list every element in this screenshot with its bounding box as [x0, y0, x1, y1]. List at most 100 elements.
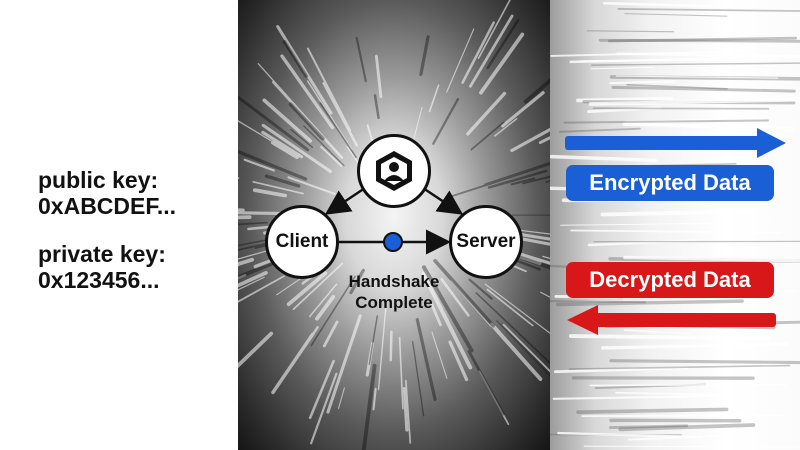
streak-line — [590, 66, 654, 70]
burst-ray — [484, 161, 550, 187]
burst-ray — [238, 276, 265, 291]
burst-ray — [389, 330, 393, 362]
burst-ray — [450, 279, 492, 327]
burst-ray — [467, 349, 505, 416]
burst-ray — [238, 275, 285, 303]
encrypted-arrow-shaft — [565, 136, 761, 150]
streak-line — [550, 154, 658, 163]
public-key-label: public key: — [38, 167, 159, 193]
streak-line — [579, 58, 777, 63]
burst-ray — [468, 14, 514, 88]
burst-ray — [415, 318, 437, 402]
streak-line — [611, 85, 796, 93]
burst-ray — [431, 331, 448, 379]
burst-ray — [478, 370, 510, 426]
burst-ray — [422, 265, 474, 353]
burst-ray — [238, 211, 283, 215]
burst-ray — [402, 386, 409, 432]
streak-line — [623, 329, 692, 335]
burst-ray — [322, 81, 359, 147]
burst-ray — [440, 278, 470, 317]
burst-ray — [404, 379, 412, 444]
streak-line — [558, 127, 641, 133]
streak-line — [583, 445, 800, 448]
burst-ray — [501, 91, 545, 128]
burst-ray — [468, 278, 493, 300]
burst-ray — [326, 314, 362, 414]
burst-ray — [486, 19, 520, 70]
burst-ray — [308, 359, 335, 420]
burst-ray — [310, 275, 356, 347]
burst-ray — [280, 54, 335, 130]
burst-ray — [461, 21, 495, 84]
burst-ray — [261, 130, 304, 159]
encrypted-data-label: Encrypted Data — [566, 165, 774, 201]
burst-ray — [238, 221, 268, 226]
burst-ray — [430, 302, 442, 327]
burst-ray — [421, 272, 473, 370]
streak-line — [581, 414, 784, 418]
burst-ray — [319, 102, 357, 159]
burst-ray — [373, 94, 380, 120]
streak-line — [568, 334, 771, 341]
burst-ray — [315, 294, 336, 321]
burst-ray — [252, 181, 304, 195]
data-packet-dot — [383, 232, 403, 252]
streak-line — [563, 119, 769, 124]
burst-ray — [484, 283, 550, 335]
burst-ray — [486, 288, 534, 327]
burst-ray — [286, 271, 328, 307]
streak-line — [626, 83, 728, 90]
streak-lines — [550, 1, 800, 448]
burst-ray — [303, 125, 345, 167]
burst-ray — [288, 102, 325, 141]
burst-ray — [412, 106, 423, 142]
burst-ray — [496, 320, 550, 377]
streak-line — [586, 30, 675, 33]
streak-line — [600, 209, 753, 217]
burst-ray — [368, 315, 379, 365]
streak-line — [617, 8, 800, 12]
burst-ray — [523, 78, 550, 104]
burst-ray — [372, 387, 377, 411]
streak-line — [608, 36, 798, 43]
streak-line — [587, 106, 662, 114]
burst-ray — [238, 331, 274, 369]
streak-line — [602, 1, 713, 8]
burst-ray — [510, 177, 536, 186]
burst-ray — [238, 271, 268, 288]
streak-line — [588, 97, 800, 106]
burst-ray — [322, 320, 339, 348]
burst-ray — [238, 149, 308, 181]
burst-ray — [475, 292, 550, 364]
burst-ray — [494, 118, 518, 137]
burst-ray — [238, 95, 310, 152]
burst-ray — [349, 268, 365, 295]
burst-ray — [361, 363, 377, 450]
burst-ray — [374, 54, 383, 99]
burst-ray — [432, 97, 460, 145]
burst-ray — [479, 32, 525, 95]
burst-ray — [425, 270, 440, 296]
server-node: Server — [449, 205, 523, 279]
burst-ray — [487, 169, 548, 189]
handshake-caption: Handshake Complete — [334, 271, 454, 313]
client-label: Client — [275, 231, 329, 252]
private-key-value: 0x123456... — [38, 267, 160, 293]
burst-ray — [355, 37, 367, 83]
streak-line — [550, 50, 747, 57]
burst-ray — [271, 140, 300, 160]
burst-ray — [428, 84, 440, 113]
streak-line — [591, 62, 800, 66]
burst-ray — [446, 28, 475, 93]
decrypted-arrow-head — [567, 305, 598, 335]
encrypted-arrow-head — [757, 128, 786, 158]
burst-ray — [252, 188, 287, 198]
burst-ray — [470, 121, 505, 151]
streak-line — [625, 117, 764, 124]
burst-ray — [243, 158, 275, 172]
handshake-diagram: Client Server Handshake Complete — [238, 0, 550, 450]
streak-line — [609, 359, 800, 365]
icon-to-server-arrow — [419, 184, 464, 215]
burst-ray — [419, 35, 430, 76]
